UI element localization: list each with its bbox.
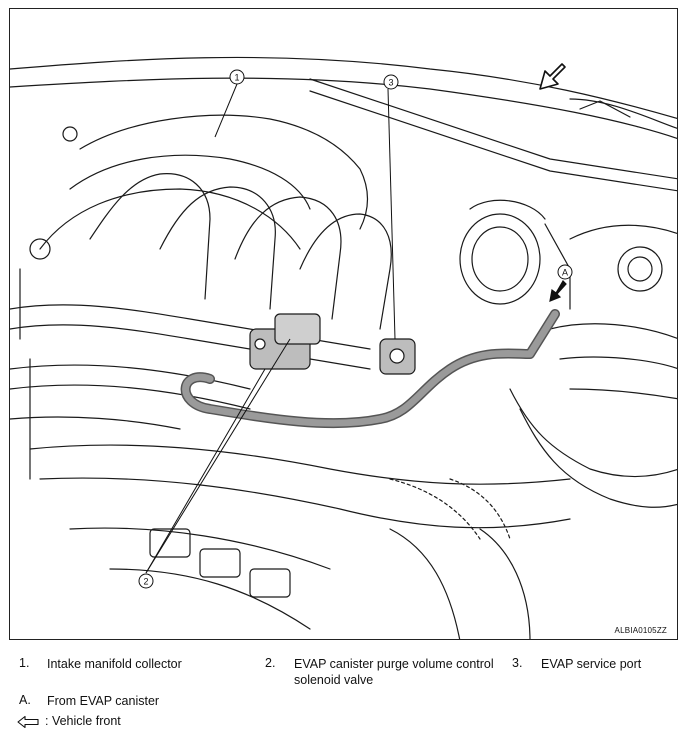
legend-num-2: 2. — [265, 656, 276, 670]
evap-canister-flow-arrow-icon — [549, 280, 567, 302]
legend-num-3: 3. — [512, 656, 523, 670]
callout-3-label: 3 — [388, 78, 393, 88]
legend-label-3: EVAP service port — [541, 657, 642, 671]
legend-label-1: Intake manifold collector — [47, 657, 182, 671]
callout-3-circle — [383, 74, 399, 90]
legend-label-2: EVAP canister purge volume control solen… — [294, 657, 494, 687]
callout-1-label: 1 — [234, 73, 239, 83]
arrow-left-outline-icon — [17, 715, 39, 729]
callout-a-circle — [557, 264, 573, 280]
vehicle-front-arrow-icon — [539, 63, 566, 90]
engine-illustration: 1 3 2 A — [10, 56, 677, 639]
figure-code: ALBIA0105ZZ — [614, 626, 667, 635]
legend-key-a: A. — [19, 693, 31, 707]
callout-1-circle — [229, 69, 245, 85]
callout-2-label: 2 — [143, 577, 148, 587]
leader-lines — [145, 83, 396, 574]
legend-front-note: : Vehicle front — [45, 714, 121, 728]
engine-diagram: 1 3 2 A ALBIA0105ZZ — [9, 8, 678, 640]
callout-a-label: A — [562, 268, 568, 278]
legend-label-a: From EVAP canister — [47, 694, 160, 708]
legend-num-1: 1. — [19, 656, 30, 670]
callout-2-circle — [138, 573, 154, 589]
